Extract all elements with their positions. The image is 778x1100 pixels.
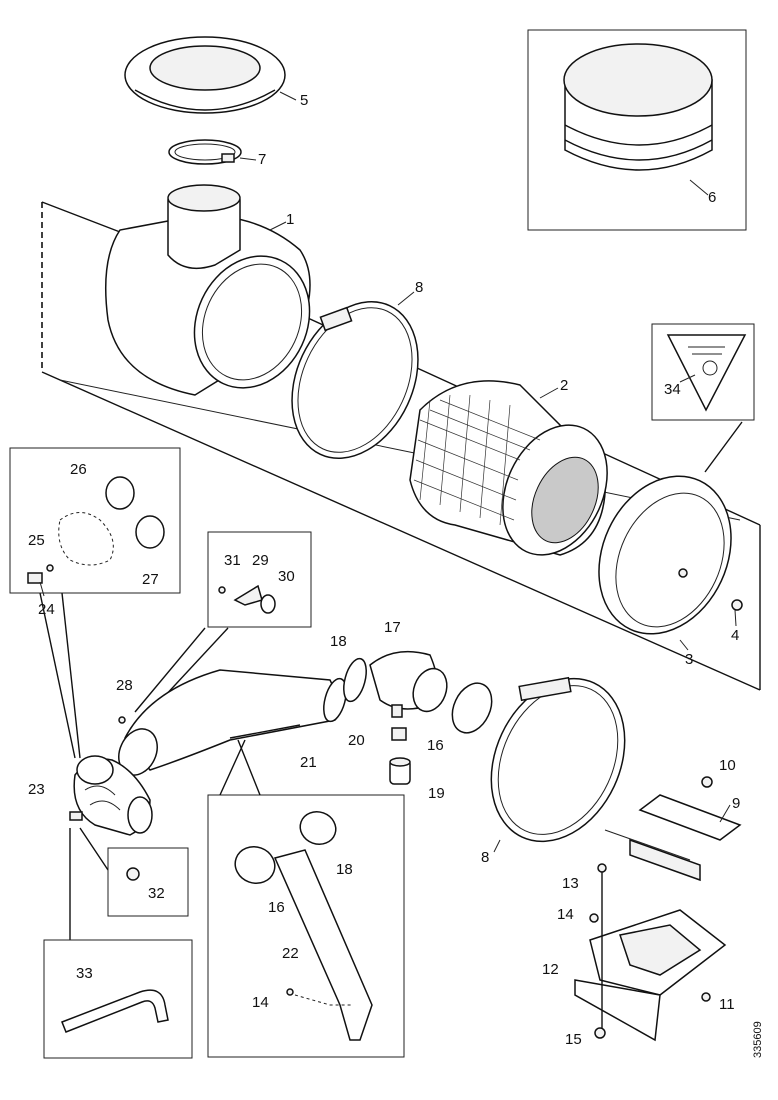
decal-inset-box: [651, 323, 755, 421]
hose-clamp-top: [168, 139, 242, 165]
mounting-bracket-12: [574, 909, 727, 1042]
intake-pipe: [118, 669, 347, 776]
label-part-34: 34: [664, 381, 681, 398]
label-part-7: 7: [258, 151, 267, 168]
label-part-19: 19: [428, 785, 445, 802]
leader-34: [704, 421, 743, 473]
label-part-11: 11: [719, 996, 735, 1013]
nut-4: [731, 599, 743, 611]
cap-inset-box: [107, 847, 189, 917]
clamp-band-upper: [291, 300, 419, 460]
warning-decal-icon: [666, 334, 747, 412]
hose-inset-box: [9, 447, 181, 594]
clamp-16-upper: [451, 682, 493, 734]
plug-19: [389, 757, 411, 785]
support-bracket-22: [234, 811, 373, 1041]
filter-housing: [104, 184, 311, 396]
label-part-16-inset: 16: [268, 899, 285, 916]
cap-32: [126, 867, 140, 881]
filter-element-inset-box: [527, 29, 747, 231]
label-part-16-upper: 16: [427, 737, 444, 754]
label-part-30: 30: [278, 568, 295, 585]
hose-parts-inset: [27, 476, 165, 584]
assembly-outline: [41, 201, 761, 691]
label-part-21: 21: [300, 754, 317, 771]
label-part-5: 5: [300, 92, 309, 109]
bracket-9: [604, 794, 742, 882]
leader-inset-left-2: [39, 592, 76, 759]
label-part-17: 17: [384, 619, 401, 636]
label-part-14-inset: 14: [252, 994, 269, 1011]
label-part-4: 4: [731, 627, 740, 644]
label-part-18-upper: 18: [330, 633, 347, 650]
washer-14: [589, 913, 599, 923]
label-part-22: 22: [282, 945, 299, 962]
label-part-8-lower: 8: [481, 849, 490, 866]
label-part-3: 3: [685, 651, 694, 668]
label-part-25: 25: [28, 532, 45, 549]
label-part-2: 2: [560, 377, 569, 394]
bolt-11: [701, 992, 711, 1002]
lower-elbow-hose: [69, 755, 153, 836]
safety-filter-element: [563, 43, 713, 171]
bolt-10: [701, 776, 713, 788]
leader-support-inset-2: [219, 739, 246, 796]
label-part-18-inset: 18: [336, 861, 353, 878]
drawing-reference-code: 335609: [752, 1021, 764, 1058]
nut-15: [594, 1027, 606, 1039]
leader-support-inset: [237, 739, 261, 796]
label-leaders: [39, 91, 737, 853]
leader-32: [79, 827, 109, 871]
label-part-12: 12: [542, 961, 559, 978]
label-part-29: 29: [252, 552, 269, 569]
fitting-20: [391, 727, 407, 741]
drain-hose-33: [61, 989, 169, 1033]
label-part-24: 24: [38, 601, 55, 618]
label-part-23: 23: [28, 781, 45, 798]
label-part-14-right: 14: [557, 906, 574, 923]
label-part-28: 28: [116, 677, 133, 694]
rain-cap: [124, 36, 286, 114]
drain-hose-inset-box: [43, 939, 193, 1059]
label-part-26: 26: [70, 461, 87, 478]
valve-inset-box: [207, 531, 312, 628]
label-part-27: 27: [142, 571, 159, 588]
valve-parts-inset: [218, 584, 276, 614]
label-part-10: 10: [719, 757, 736, 774]
label-part-9: 9: [732, 795, 741, 812]
label-part-33: 33: [76, 965, 93, 982]
label-part-20: 20: [348, 732, 365, 749]
clamp-band-lower: [490, 676, 626, 843]
clamp-18-upper: [343, 657, 367, 703]
label-part-1: 1: [286, 211, 295, 228]
support-inset-box: [207, 794, 405, 1058]
elbow-connector: [369, 650, 448, 718]
end-cover: [598, 475, 732, 635]
leader-inset-left: [61, 592, 81, 759]
label-part-8-upper: 8: [415, 279, 424, 296]
bolt-13: [597, 863, 607, 1030]
label-part-32: 32: [148, 885, 165, 902]
main-filter-element: [409, 380, 608, 556]
label-part-6: 6: [708, 189, 717, 206]
label-part-13: 13: [562, 875, 579, 892]
leader-valve-inset-2: [134, 627, 206, 713]
label-part-15: 15: [565, 1031, 582, 1048]
label-part-31: 31: [224, 552, 241, 569]
